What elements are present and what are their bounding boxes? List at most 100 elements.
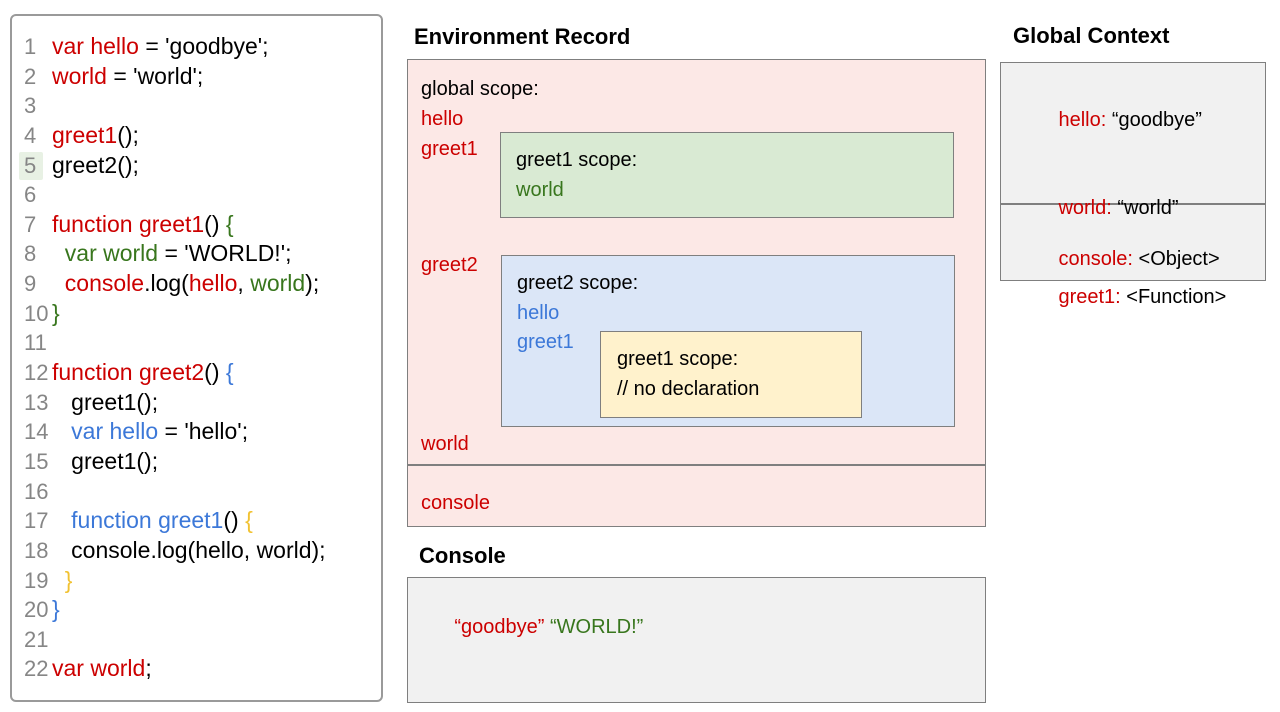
code-token: function greet1 [52, 210, 205, 237]
greet1-scope-box: greet1 scope: world [500, 132, 954, 218]
code-token [52, 240, 65, 266]
gc-entry-value: “goodbye” [1106, 108, 1202, 131]
scope-title: greet2 scope: [517, 272, 639, 294]
code-line: 17 function greet1() { [12, 506, 381, 536]
code-token: = 'goodbye'; [138, 33, 269, 59]
code-token: { [245, 507, 253, 534]
line-number: 7 [24, 211, 37, 237]
environment-record-title: Environment Record [414, 24, 631, 49]
code-token: greet2(); [52, 151, 139, 178]
scope-var-greet1: greet1 [517, 331, 574, 354]
scope-title: greet1 scope: [516, 149, 638, 171]
global-context-panel: hello: “goodbye” world: “world” greet1: … [1000, 62, 1266, 308]
line-number: 4 [24, 122, 37, 148]
gc-entry-name: greet1: [1058, 286, 1121, 309]
line-number: 6 [24, 182, 37, 208]
gc-entry-world: world: “world” [1014, 165, 1265, 254]
code-token: } [64, 566, 73, 593]
var-greet2-label: greet2 [421, 254, 478, 276]
code-token: console [64, 270, 145, 297]
code-token: function greet1 [71, 507, 224, 534]
inner-greet1-scope-box: greet1 scope: // no declaration [600, 331, 862, 418]
console-output-world: “WORLD!” [549, 616, 644, 638]
console-panel: “goodbye” “WORLD!” [407, 577, 986, 703]
code-line: 21 [12, 625, 381, 655]
code-token: var hello [71, 418, 159, 445]
code-line: 13 greet1(); [12, 388, 381, 418]
code-line: 8 var world = 'WORLD!'; [12, 239, 381, 269]
line-number: 18 [24, 537, 49, 563]
code-token: (); [117, 121, 139, 148]
code-token: greet1(); [52, 447, 159, 474]
code-line: 9 console.log(hello, world); [12, 269, 381, 299]
global-scope-section [408, 60, 985, 466]
line-number: 19 [24, 567, 49, 593]
var-hello-label: hello [421, 108, 464, 130]
line-number: 14 [24, 419, 49, 445]
code-token: } [52, 596, 60, 623]
line-number: 10 [24, 300, 49, 326]
code-token: world [250, 270, 306, 297]
code-line: 3 [12, 91, 381, 121]
line-number: 13 [24, 389, 49, 415]
line-number: 5 [12, 151, 52, 181]
code-token: = 'hello'; [158, 418, 249, 445]
code-token [52, 567, 65, 593]
scope-var-world: world [516, 178, 564, 201]
code-token: ; [145, 655, 152, 682]
code-line: 1 var hello = 'goodbye'; [12, 32, 381, 62]
code-line: 10} [12, 299, 381, 329]
code-token: var hello [52, 33, 139, 59]
gc-entry-greet1: greet1: <Function> [1014, 254, 1265, 343]
code-token: var world [52, 655, 146, 682]
code-line: 4 greet1(); [12, 121, 381, 151]
gc-entry-value: <Function> [1120, 286, 1227, 309]
code-token: = 'WORLD!'; [158, 240, 292, 267]
scope-var-hello: hello [517, 301, 560, 324]
code-token: function greet2 [52, 359, 205, 386]
line-number: 9 [24, 271, 37, 297]
gc-entry-name: console: [1058, 248, 1133, 270]
global-context-title: Global Context [1013, 23, 1170, 48]
code-line: 7 function greet1() { [12, 210, 381, 240]
line-number: 21 [24, 626, 49, 652]
line-number: 15 [24, 448, 49, 474]
var-world-label: world [421, 433, 469, 455]
console-output: “goodbye” “WORLD!” [421, 594, 985, 660]
code-token: { [225, 359, 234, 386]
gc-entry-value: <Object> [1132, 248, 1220, 270]
code-token: () [223, 507, 246, 534]
code-token: () [204, 210, 226, 237]
line-number: 17 [24, 508, 49, 534]
code-line: 16 [12, 477, 381, 507]
code-token: } [52, 299, 60, 326]
code-token [52, 418, 71, 444]
line-number: 1 [24, 34, 37, 59]
line-number: 20 [24, 597, 49, 623]
code-token: greet1 [52, 121, 118, 148]
code-token: greet1(); [52, 388, 159, 415]
code-token: { [225, 210, 234, 237]
line-number: 2 [24, 63, 37, 89]
code-token [52, 270, 65, 296]
code-line: 6 [12, 180, 381, 210]
line-number: 12 [24, 360, 49, 386]
var-console-label: console [421, 492, 490, 514]
greet2-scope-box: greet2 scope: hello greet1 greet1 scope:… [501, 255, 955, 427]
scope-comment: // no declaration [617, 377, 760, 400]
code-line: 11 [12, 328, 381, 358]
line-number: 11 [24, 330, 47, 356]
code-token: world [52, 62, 107, 89]
code-line: 15 greet1(); [12, 447, 381, 477]
code-line: 20} [12, 595, 381, 625]
code-token: var world [64, 240, 159, 267]
global-context-variables-section: hello: “goodbye” world: “world” greet1: … [1001, 63, 1265, 308]
var-greet1-label: greet1 [421, 138, 478, 160]
